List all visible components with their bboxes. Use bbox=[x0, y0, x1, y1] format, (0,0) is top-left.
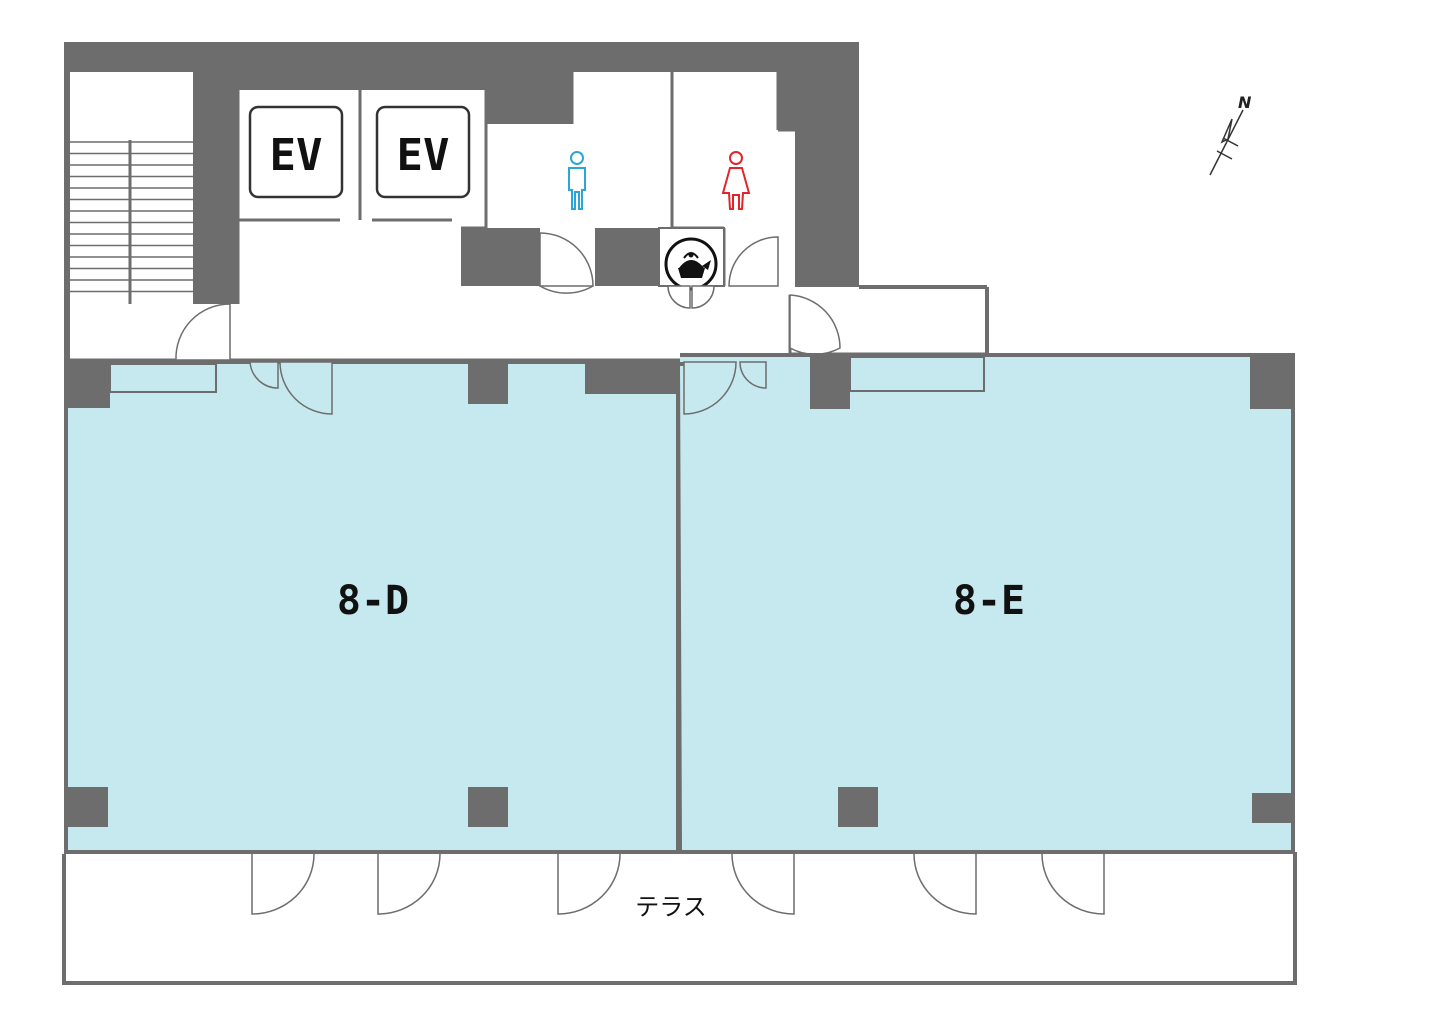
room-8-D: 8-D bbox=[64, 360, 680, 854]
terrace: テラス bbox=[62, 852, 1297, 985]
terrace-door bbox=[913, 853, 977, 915]
core-doors bbox=[175, 232, 841, 361]
elevator-label: EV bbox=[270, 130, 323, 181]
terrace-door bbox=[731, 853, 795, 915]
elevator-label: EV bbox=[397, 130, 450, 181]
elevator-1: EV bbox=[248, 105, 344, 199]
elevator-2: EV bbox=[375, 105, 471, 199]
north-arrow-icon: N bbox=[1209, 93, 1252, 176]
male-restroom-icon bbox=[568, 151, 586, 210]
room-label: 8-D bbox=[337, 578, 409, 624]
room-8-E: 8-E bbox=[676, 353, 1295, 854]
terrace-door bbox=[557, 853, 621, 915]
north-label: N bbox=[1238, 93, 1252, 112]
terrace-door bbox=[1041, 853, 1105, 915]
kettle-icon bbox=[658, 227, 725, 291]
terrace-door bbox=[251, 853, 315, 915]
room-label: 8-E bbox=[953, 578, 1025, 624]
terrace-label: テラス bbox=[635, 893, 707, 921]
core-walls bbox=[64, 42, 859, 362]
staircase bbox=[70, 140, 193, 304]
terrace-door bbox=[377, 853, 441, 915]
female-restroom-icon bbox=[721, 151, 751, 210]
